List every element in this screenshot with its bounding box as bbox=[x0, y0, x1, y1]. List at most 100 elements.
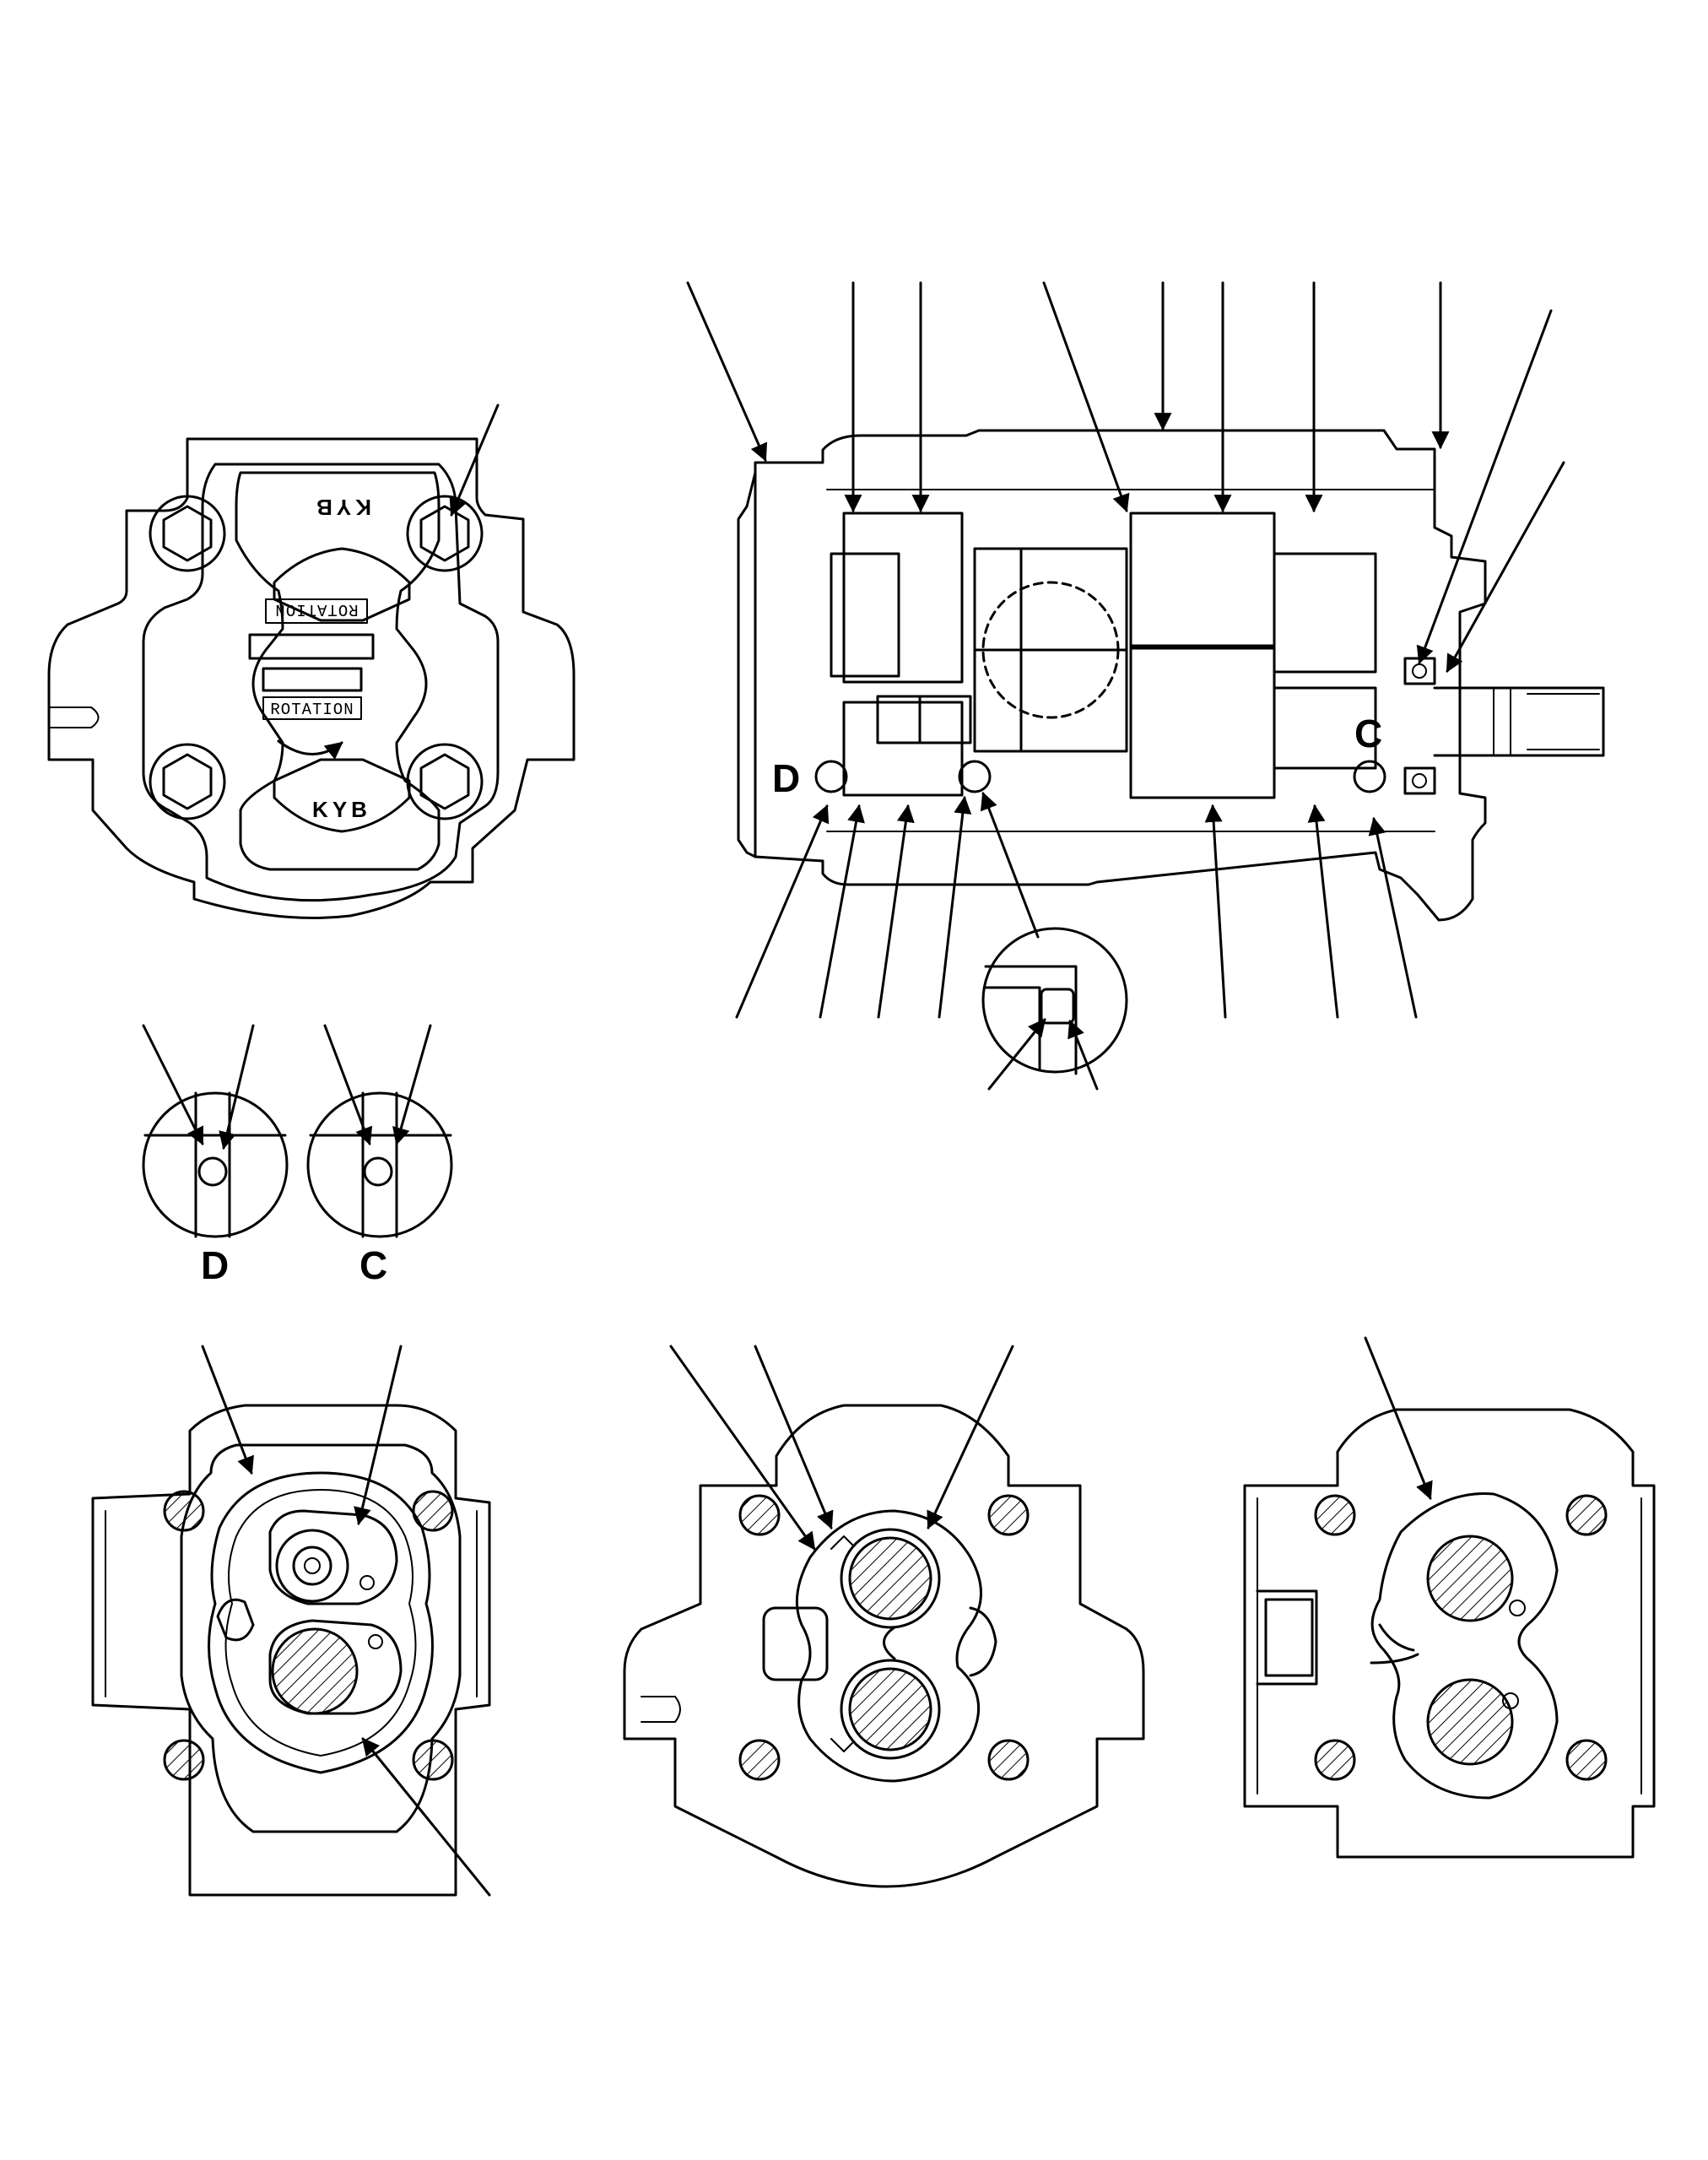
drive-gear-front bbox=[842, 512, 964, 684]
leader-line bbox=[877, 804, 915, 1019]
front-view-plate-upper: ROTATION bbox=[274, 600, 358, 619]
rear-body-outline bbox=[1243, 1408, 1656, 1859]
detail-d: D bbox=[142, 1024, 289, 1287]
rear-cover-outline bbox=[91, 1404, 491, 1897]
leader-line bbox=[1368, 816, 1418, 1019]
leader-line bbox=[354, 1345, 403, 1526]
driven-gear-front bbox=[842, 701, 964, 797]
bolt-head bbox=[406, 495, 484, 572]
leader-line bbox=[819, 804, 865, 1019]
section-view-gear-assembly bbox=[830, 512, 1377, 799]
detail-ring-marker bbox=[958, 760, 992, 793]
section-view-seal-bores bbox=[826, 489, 1435, 832]
driven-gear-section bbox=[848, 1667, 932, 1751]
front-view-plate-blank-1 bbox=[248, 633, 375, 660]
leader-line bbox=[1204, 804, 1227, 1019]
section-c-label: C bbox=[359, 1243, 387, 1287]
bolt-section bbox=[738, 1739, 781, 1781]
bushing-front-upper bbox=[830, 552, 900, 678]
shaft-section bbox=[271, 1627, 359, 1715]
leader-line bbox=[938, 795, 972, 1019]
thrust-plate-upper bbox=[268, 1509, 398, 1605]
bolt-section bbox=[738, 1494, 781, 1536]
detail-d-label: D bbox=[772, 756, 800, 800]
leader-line bbox=[1446, 461, 1565, 673]
front-view-plate-lower: ROTATION bbox=[270, 701, 354, 719]
bolt-section bbox=[1565, 1739, 1608, 1781]
leader-line bbox=[361, 1737, 491, 1897]
rear-body-cavity bbox=[1370, 1492, 1559, 1800]
front-body-view bbox=[623, 1345, 1145, 1888]
front-view-plate-upper-frame bbox=[265, 598, 368, 624]
bushing-rear-lower bbox=[1273, 686, 1377, 770]
bushing-rear-upper bbox=[1273, 552, 1377, 674]
rear-body-port bbox=[1256, 1589, 1318, 1686]
detail-c-label: C bbox=[1354, 712, 1382, 755]
bolt-section bbox=[412, 1739, 454, 1781]
bolt-section bbox=[987, 1494, 1030, 1536]
front-body-outline bbox=[623, 1404, 1145, 1888]
driven-gear-section bbox=[1426, 1678, 1514, 1766]
front-view-bolts bbox=[149, 495, 484, 820]
section-view-drive-shaft bbox=[1433, 686, 1605, 757]
ring-detail-inset bbox=[981, 927, 1128, 1091]
connecting-shaft bbox=[876, 695, 972, 744]
bolt-section bbox=[412, 1490, 454, 1532]
leader-line bbox=[201, 1345, 254, 1475]
section-view-end-cover-inner bbox=[737, 471, 757, 858]
section-d-label: D bbox=[201, 1243, 229, 1287]
section-view-top-leaders bbox=[686, 281, 1565, 673]
leader-line bbox=[323, 1024, 373, 1145]
bolt-head bbox=[149, 743, 226, 820]
section-view: D C bbox=[686, 281, 1605, 1091]
bolt-section bbox=[163, 1739, 205, 1781]
section-view-shaft-seal bbox=[1403, 657, 1436, 795]
leader-line bbox=[987, 1018, 1046, 1091]
bolt-section bbox=[163, 1490, 205, 1532]
bolt-section bbox=[1565, 1494, 1608, 1536]
detail-c-marker bbox=[1353, 760, 1386, 793]
front-view-plate-blank-2 bbox=[262, 667, 363, 692]
leader-line bbox=[735, 804, 830, 1019]
leader-line bbox=[449, 403, 500, 517]
front-view: KYB KYB ROTATION ROTATION bbox=[47, 403, 576, 919]
thrust-plate-lower bbox=[268, 1619, 403, 1715]
rear-cover-seal-groove bbox=[208, 1471, 434, 1774]
front-view-inner-recess bbox=[273, 547, 411, 833]
front-view-plate-lower-frame bbox=[262, 696, 362, 720]
leader-line bbox=[754, 1345, 834, 1529]
bolt-section bbox=[987, 1739, 1030, 1781]
front-view-logo-top: KYB bbox=[312, 495, 371, 520]
bolt-head bbox=[149, 495, 226, 572]
front-body-port-left bbox=[762, 1606, 829, 1681]
front-view-housing-outline bbox=[47, 437, 576, 919]
bolt-section bbox=[1314, 1739, 1356, 1781]
leader-line bbox=[1307, 804, 1339, 1019]
rotation-direction-arrow-icon bbox=[277, 739, 343, 761]
detail-d-marker bbox=[814, 760, 848, 793]
drive-gear-section bbox=[848, 1536, 932, 1621]
coupling-detail-circle bbox=[981, 581, 1120, 719]
front-view-boss bbox=[235, 471, 441, 871]
leader-line bbox=[927, 1345, 1014, 1529]
drive-gear-section bbox=[1426, 1535, 1514, 1622]
leader-line bbox=[686, 281, 768, 462]
leader-line bbox=[1042, 281, 1130, 512]
front-view-cover-plate bbox=[142, 463, 500, 902]
detail-c: C bbox=[306, 1024, 453, 1287]
leader-line bbox=[219, 1024, 255, 1150]
leader-line bbox=[1068, 1020, 1099, 1091]
driven-gear-rear bbox=[1129, 644, 1276, 799]
front-view-mounting-slot bbox=[48, 706, 100, 728]
leader-line bbox=[1416, 309, 1553, 664]
leader-line bbox=[392, 1024, 432, 1146]
drive-gear-rear bbox=[1129, 512, 1276, 650]
leader-line bbox=[142, 1024, 204, 1145]
leader-line bbox=[669, 1345, 816, 1551]
rear-body-view bbox=[1243, 1336, 1656, 1859]
bolt-head bbox=[406, 743, 484, 820]
front-view-logo-bottom: KYB bbox=[312, 797, 371, 822]
rear-cover-view bbox=[91, 1345, 491, 1897]
bolt-section bbox=[1314, 1494, 1356, 1536]
